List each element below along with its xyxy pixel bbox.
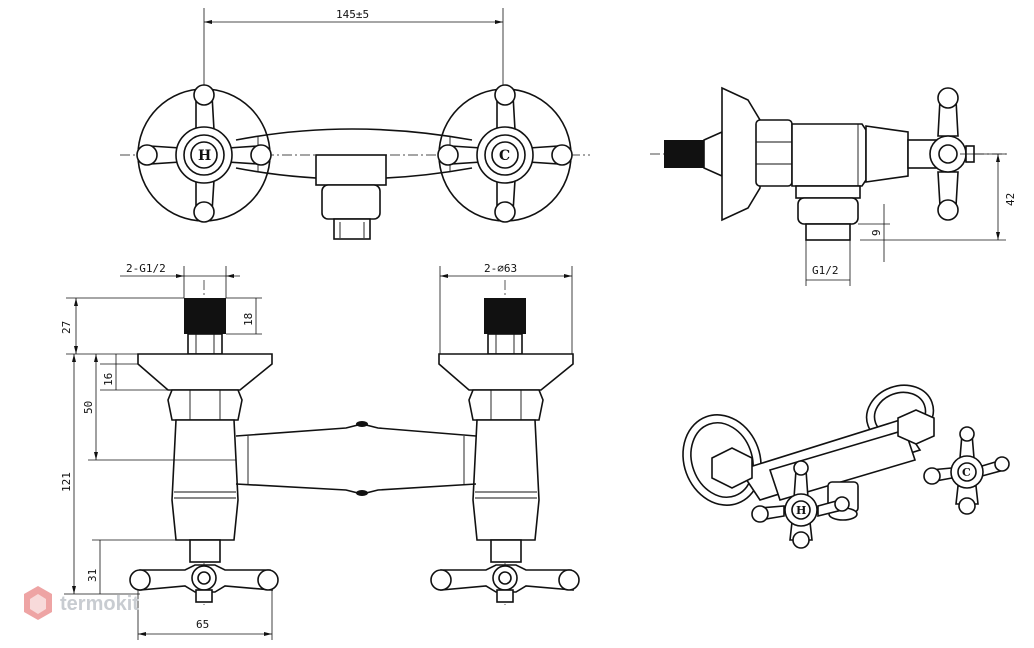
hot-letter-iso: H (796, 504, 806, 517)
top-view: 145±5 H (120, 8, 590, 240)
hot-handle-top: H (136, 84, 272, 223)
dim-handle-height: 31 (86, 569, 99, 582)
hot-letter-top: H (198, 148, 211, 164)
dim-flange-diameter: 2-∅63 (484, 262, 517, 275)
dim-thread-front: 2-G1/2 (126, 262, 166, 275)
cold-letter-top: C (499, 148, 510, 164)
dim-flange-thickness: 16 (102, 373, 115, 386)
watermark: termokit (24, 586, 139, 620)
cold-handle-front (430, 564, 580, 603)
dim-outlet-thread: G1/2 (812, 264, 839, 277)
dim-side-height: 42 (1004, 193, 1017, 206)
side-view: 42 9 G1/2 (650, 86, 1017, 286)
hot-handle-iso: H (751, 460, 850, 549)
isometric-view: H C (682, 384, 1010, 549)
cold-handle-top: C (437, 84, 573, 223)
dim-top-offset: 27 (60, 321, 73, 334)
watermark-text: termokit (60, 593, 139, 615)
cold-handle-iso: C (923, 426, 1010, 515)
dim-thread-height: 18 (242, 313, 255, 326)
dim-handle-width: 65 (196, 618, 209, 631)
dim-total-height: 121 (60, 472, 73, 492)
dim-outlet-height: 9 (870, 229, 883, 236)
dim-center-distance: 145±5 (336, 8, 369, 21)
cold-letter-iso: C (962, 466, 971, 479)
dim-nut-height: 50 (82, 401, 95, 414)
front-view: 2-G1/2 2-∅63 (60, 262, 580, 640)
hot-handle-front (129, 564, 279, 603)
